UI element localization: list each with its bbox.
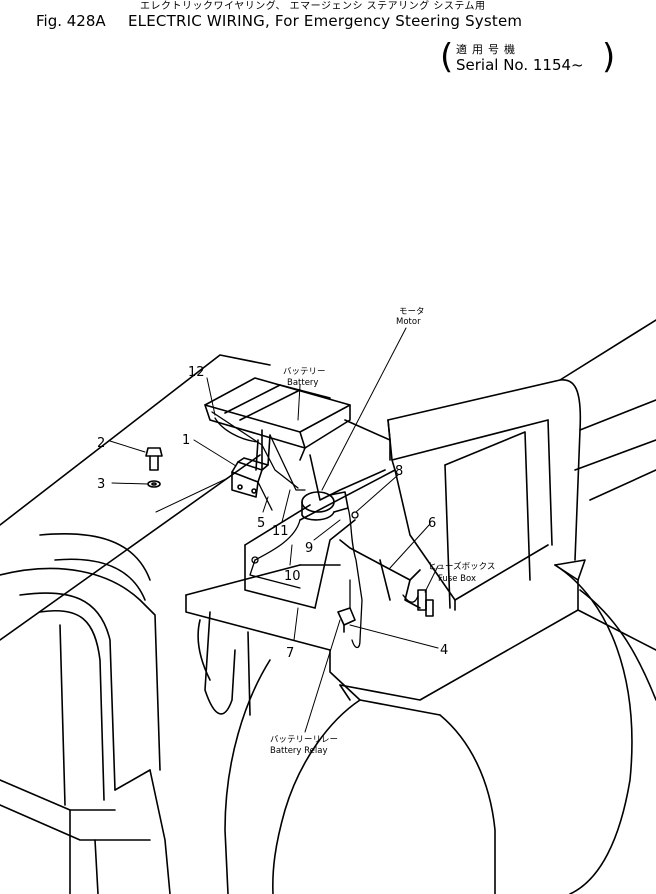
label-motor-en: Motor [396, 317, 421, 327]
japanese-title: エレクトリックワイヤリング、 エマージェンシ ステアリング システム用 [140, 1, 486, 12]
callout-10: 10 [284, 569, 301, 584]
label-battery-relay-en: Battery Relay [270, 746, 328, 756]
machine-body [0, 319, 656, 894]
label-battery-jp: バッテリー [283, 367, 326, 377]
callout-11: 11 [272, 524, 289, 539]
leader-lines [109, 327, 439, 733]
figure-number: Fig. 428A [36, 12, 106, 30]
component-labels: モータ Motor バッテリー Battery ヒューズボックス Fuse Bo… [270, 307, 495, 756]
callout-3: 3 [97, 477, 105, 492]
english-title: ELECTRIC WIRING, For Emergency Steering … [128, 12, 523, 30]
serial-paren-open: ( [440, 37, 454, 77]
label-motor-jp: モータ [399, 307, 425, 317]
callout-6: 6 [428, 516, 436, 531]
label-battery-en: Battery [287, 378, 318, 388]
components [145, 429, 434, 633]
callout-4: 4 [440, 643, 448, 658]
label-fuse-box-jp: ヒューズボックス [428, 561, 495, 572]
callout-9: 9 [305, 541, 313, 556]
callout-8: 8 [395, 464, 403, 479]
callout-numbers: 1 2 3 4 5 6 7 8 9 10 11 12 [97, 365, 448, 661]
callout-1: 1 [182, 433, 190, 448]
callout-5: 5 [257, 516, 265, 531]
serial-english: Serial No. 1154~ [456, 56, 584, 74]
serial-japanese: 適用号機 [456, 43, 520, 56]
label-fuse-box-en: Fuse Box [438, 574, 476, 584]
callout-2: 2 [97, 436, 105, 451]
wiring [211, 411, 419, 649]
callout-7: 7 [286, 646, 294, 661]
serial-paren-close: ) [602, 37, 616, 77]
label-battery-relay-jp: バッテリーリレー [270, 735, 338, 745]
callout-12: 12 [188, 365, 205, 380]
